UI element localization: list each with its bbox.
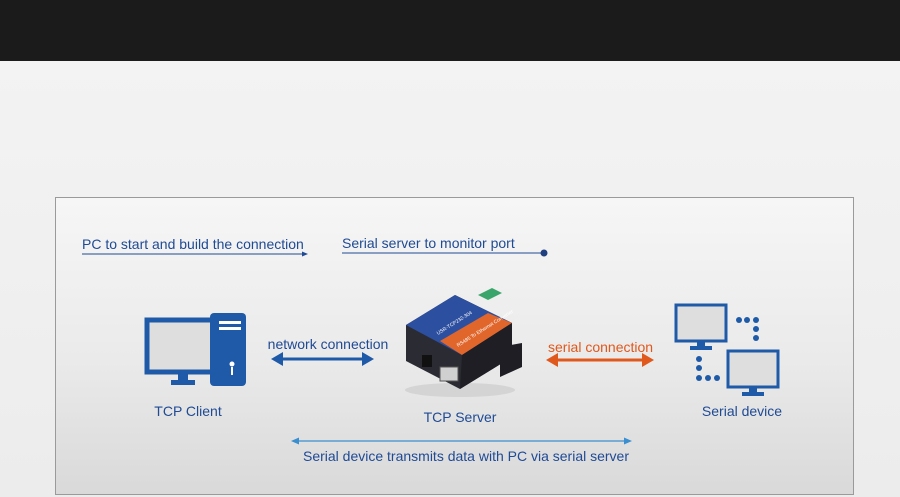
desktop-pc-icon — [144, 313, 246, 386]
server-monitors-note: Serial server to monitor port — [342, 235, 515, 251]
serial-device-server-icon: USR-TCP232-304 RS485 To Ethernet Convert… — [405, 288, 522, 397]
client-initiates-note: PC to start and build the connection — [82, 236, 304, 252]
serial-devices-icon — [674, 303, 780, 396]
server-label: TCP Server — [423, 409, 497, 425]
top-bar — [0, 0, 900, 61]
client-label: TCP Client — [154, 403, 222, 419]
network-link-label: network connection — [267, 336, 389, 352]
serial-device-label: Serial device — [701, 403, 783, 419]
serial-link-label: serial connection — [548, 339, 654, 355]
end-to-end-label: Serial device transmits data with PC via… — [302, 448, 630, 464]
